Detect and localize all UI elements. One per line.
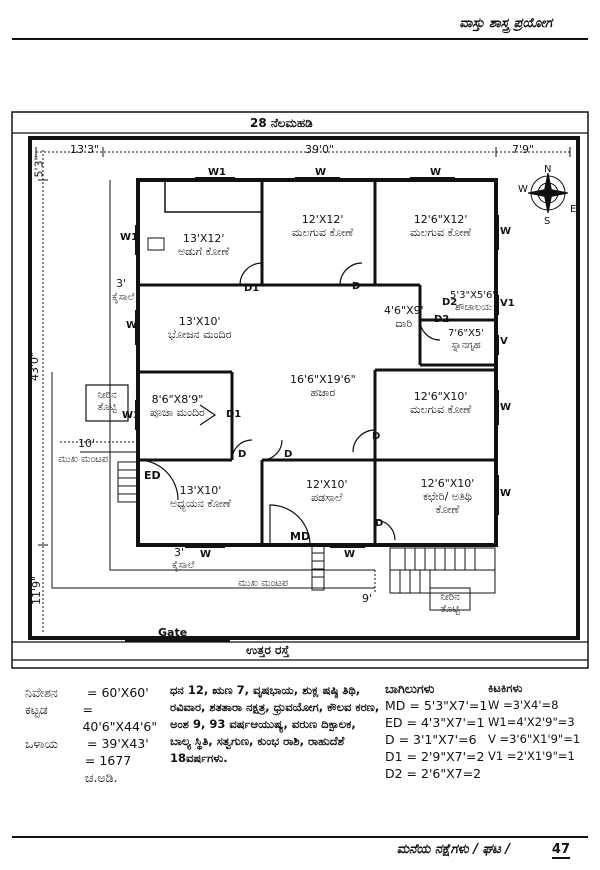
dim-left-top: 13'3": [70, 143, 100, 156]
plot-boundary: [28, 136, 580, 640]
room-bedroom-2: 12'6"X12'ಮಲಗುವ ಕೋಣೆ: [410, 213, 472, 239]
code-w-right1: W: [500, 226, 512, 237]
dim-right-top: 7'9": [512, 143, 535, 156]
dim-mid-left: 10': [78, 437, 96, 450]
area-summary: ನಿವೇಶನ= 60'X60' ಕಟ್ಟಡ= 40'6"X44'6" ಒಳಾಯ=…: [25, 685, 158, 785]
dim-left-side: 5'3": [32, 155, 46, 178]
header-rule: [12, 38, 588, 40]
code-w-right3: W: [500, 488, 512, 499]
code-d2-b: D2: [434, 314, 450, 325]
code-d2-a: D2: [442, 297, 458, 308]
code-ed: ED: [144, 469, 161, 482]
code-v1: V1: [500, 298, 515, 309]
compass-n: N: [544, 164, 552, 175]
footer-rule: [12, 836, 588, 838]
code-w1-left2: W1: [122, 410, 140, 421]
compass-rose: [527, 172, 569, 214]
mukha-mantapa-1: ಮುಖ ಮಂಟಪ: [58, 454, 109, 465]
code-d-5: D: [375, 518, 384, 529]
dim-step-left: 3': [116, 277, 127, 290]
room-bedroom-3: 12'6"X10'ಮಲಗುವ ಕೋಣೆ: [410, 390, 472, 416]
code-d-1: D: [352, 281, 361, 292]
compass-s: S: [544, 216, 551, 227]
code-d1-kitchen: D1: [244, 283, 260, 294]
code-d-3: D: [284, 449, 293, 460]
room-dining: 13'X10'ಭೋಜನ ಮಂದಿರ: [168, 315, 232, 341]
doors-list: ಬಾಗಿಲುಗಳು MD = 5'3"X7'=1 ED = 4'3"X7'=1 …: [385, 681, 488, 781]
code-w-left: W: [126, 320, 138, 331]
dim-bottom-right: 9': [362, 592, 373, 605]
astro-details: ಧನ 12, ಋಣ 7, ವೃಷಭಾಯ, ಶುಕ್ಲ ಷಷ್ಠಿ ತಿಥಿ, ರ…: [170, 683, 380, 765]
room-study: 13'X10'ಅಧ್ಯಯನ ಕೋಣೆ: [170, 484, 231, 510]
dim-left-bottom: 11'9": [30, 575, 44, 606]
page-number: 47: [551, 842, 570, 859]
room-toilet: 5'3"X5'6"ಶೌಚಾಲಯ: [450, 290, 497, 313]
mukha-mantapa-2: ಮುಖ ಮಂಟಪ: [238, 578, 289, 589]
room-pooja: 8'6"X8'9"ಪೂಜಾ ಮಂದಿರ: [150, 393, 205, 419]
code-w-bottom2: W: [344, 549, 356, 560]
sump: ನೀರಿನ ತೊಟ್ಟಿ: [440, 592, 460, 615]
water-tank: ನೀರಿನ ತೊಟ್ಟಿ: [97, 390, 117, 413]
code-w1-left: W1: [120, 232, 138, 243]
plan-title: 28 ನೆಲಮಹಡಿ: [250, 116, 313, 130]
windows-list: ಕಿಟಕಿಗಳು W =3'X4'=8 W1=4'X2'9"=3 V =3'6"…: [488, 681, 581, 763]
plan-frame: [11, 111, 589, 669]
room-hall: 16'6"X19'6"ಹಜಾರ: [290, 373, 356, 399]
dim-left-long: 43'0": [28, 351, 42, 382]
room-bedroom-1: 12'X12'ಮಲಗುವ ಕೋಣೆ: [292, 213, 354, 239]
code-v: V: [500, 336, 508, 347]
code-w-top2: W: [430, 167, 442, 178]
sitout-1: ಕೈಸಾಲೆ: [112, 292, 135, 303]
code-d1-pooja: D1: [226, 409, 242, 420]
room-passage: 4'6"X9'ದಾರಿ: [384, 304, 424, 330]
gate-label: Gate: [158, 626, 188, 639]
code-d-4: D: [372, 431, 381, 442]
code-w-top1: W: [315, 167, 327, 178]
dim-bottom-left: 3': [174, 546, 185, 559]
room-office-guest: 12'6"X10'ಕಛೇರಿ/ ಅತಿಥಿ ಕೋಣೆ: [420, 477, 475, 516]
code-d-2: D: [238, 449, 247, 460]
footer-title: ಮನೆಯ ನಕ್ಷೆಗಳು / ಘಟ /: [396, 842, 510, 857]
gate-marker: [125, 636, 230, 642]
room-bath: 7'6"X5'ಸ್ನಾನಗೃಹ: [448, 328, 485, 351]
dim-mid-top: 39'0": [305, 143, 335, 156]
code-w-bottom1: W: [200, 549, 212, 560]
room-kitchen: 13'X12'ಅಡುಗೆ ಕೋಣೆ: [178, 232, 230, 258]
book-title-header: ವಾಸ್ತು ಶಾಸ್ತ್ರ ಪ್ರಯೋಗ: [459, 16, 552, 31]
sitout-2: ಕೈಸಾಲೆ: [172, 560, 195, 571]
road-label: ಉತ್ತರ ರಸ್ತೆ: [246, 643, 290, 657]
code-md: MD: [290, 530, 311, 543]
code-w1-top: W1: [208, 167, 226, 178]
compass-e: E: [570, 204, 577, 215]
code-w-right2: W: [500, 402, 512, 413]
compass-w: W: [518, 184, 528, 195]
room-verandah: 12'X10'ಪಡಸಾಲೆ: [306, 478, 348, 504]
